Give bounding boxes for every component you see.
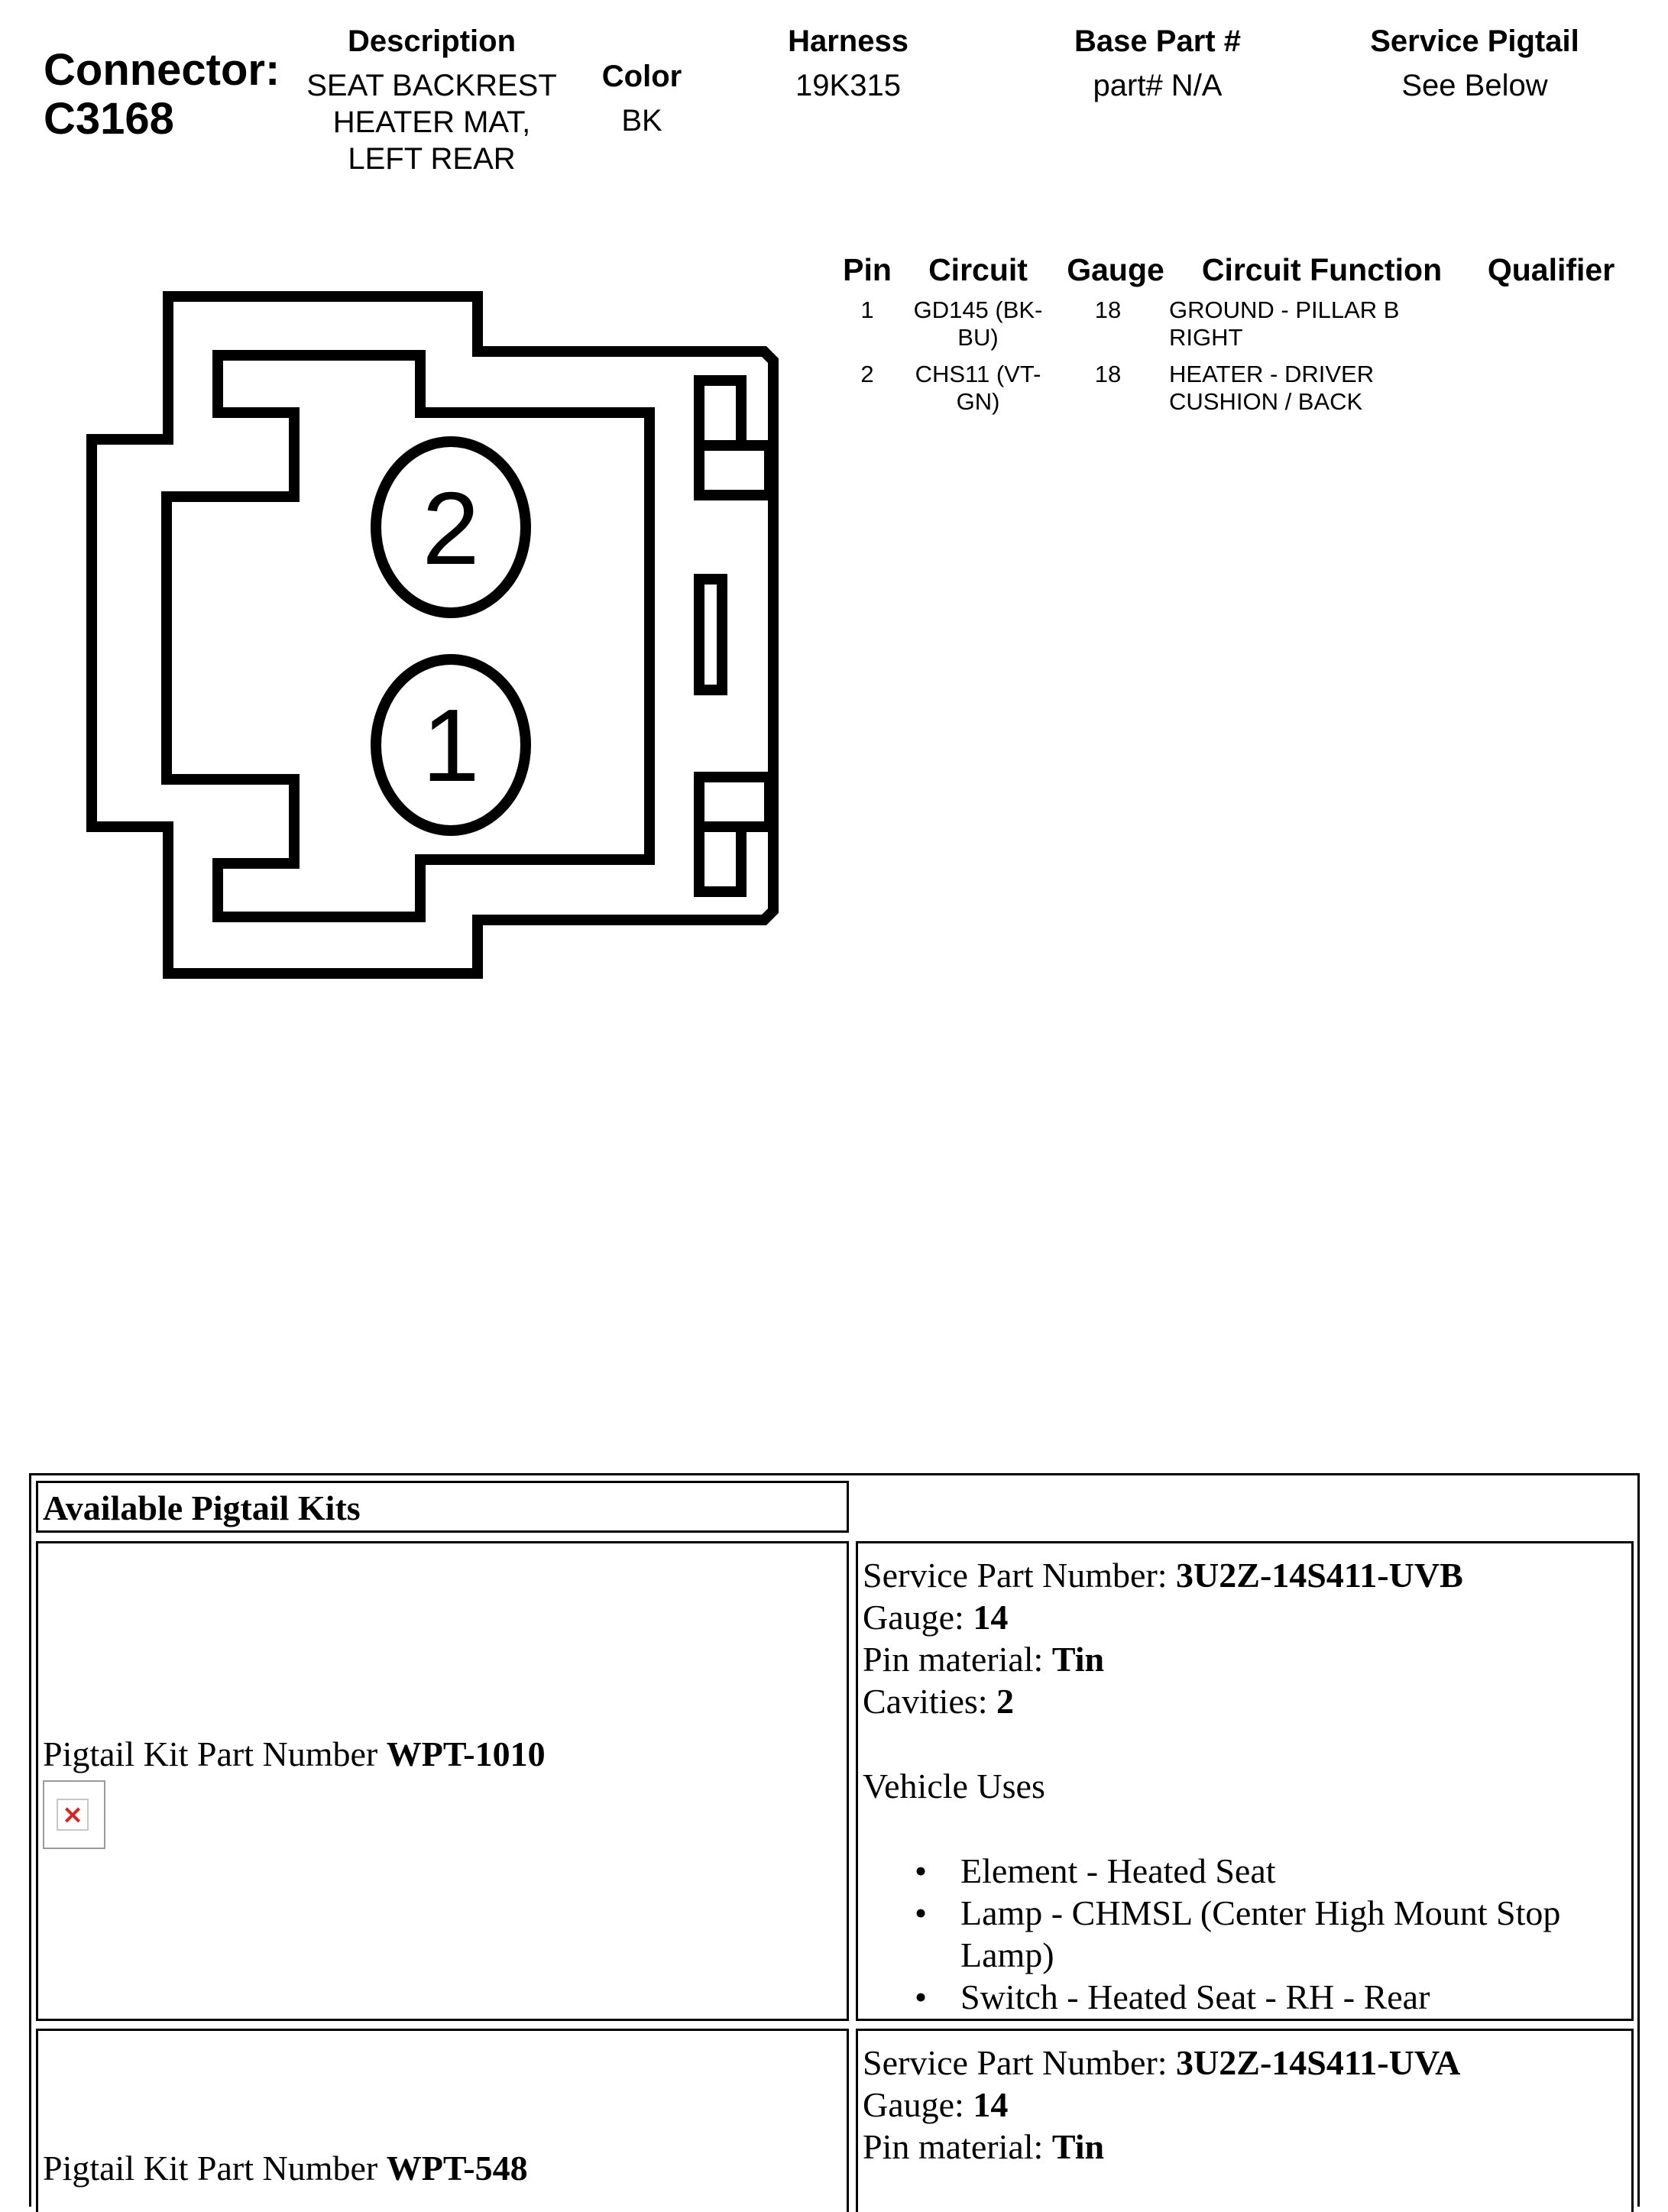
spn-label: Service Part Number:: [863, 2043, 1168, 2082]
pin-material-value: Tin: [1051, 2127, 1105, 2166]
kit-1-part-number: Pigtail Kit Part Number WPT-1010: [43, 1733, 546, 1775]
vehicle-use-item: Element - Heated Seat: [915, 1850, 1627, 1892]
color-value: BK: [621, 104, 662, 138]
kit-part-label: Pigtail Kit Part Number: [43, 1734, 378, 1773]
vehicle-use-item: Lamp - CHMSL (Center High Mount StopLamp…: [915, 1892, 1627, 1976]
function-line: CUSHION / BACK: [1169, 388, 1363, 415]
kit-1-part-cell: Pigtail Kit Part Number WPT-1010 ×: [36, 1541, 849, 2021]
connector-outer-outline: [86, 291, 779, 979]
function-line: RIGHT: [1169, 324, 1243, 351]
pin-cavity-1: [371, 654, 531, 836]
gauge-cell: 18: [1094, 361, 1122, 387]
spn-value: 3U2Z-14S411-UVA: [1176, 2043, 1461, 2082]
gauge-cell: 18: [1094, 296, 1122, 323]
cavities-value: 2: [996, 1682, 1015, 1721]
kit-2-details-cell: Service Part Number: 3U2Z-14S411-UVA Gau…: [856, 2029, 1634, 2212]
circuit-line: CHS11 (VT-: [915, 361, 1041, 387]
circuit-cell: GD145 (BK- BU): [902, 296, 1054, 351]
description-line: HEATER MAT,: [332, 105, 531, 139]
pin-material-value: Tin: [1051, 1640, 1105, 1679]
kit-1-details: Service Part Number: 3U2Z-14S411-UVB Gau…: [863, 1554, 1627, 2018]
kit-part-label: Pigtail Kit Part Number: [43, 2149, 378, 2188]
circuit-column-header: Circuit: [928, 252, 1028, 287]
vehicle-uses-list: Element - Heated Seat Lamp - CHMSL (Cent…: [915, 1850, 1627, 2018]
description-line: SEAT BACKREST: [306, 69, 557, 102]
circuit-function-cell: GROUND - PILLAR B RIGHT: [1169, 296, 1459, 351]
pin-material-label: Pin material:: [863, 1640, 1044, 1679]
function-line: GROUND - PILLAR B: [1169, 296, 1400, 323]
connector-face-diagram: 2 1: [86, 291, 779, 979]
function-line: HEATER - DRIVER: [1169, 361, 1375, 387]
harness-value: 19K315: [795, 69, 901, 102]
vehicle-use-text: Lamp): [960, 1935, 1054, 1974]
pin-material-label: Pin material:: [863, 2127, 1044, 2166]
pin-cavity-2: [371, 436, 531, 618]
kit-2-details: Service Part Number: 3U2Z-14S411-UVA Gau…: [863, 2042, 1627, 2168]
gauge-value: 14: [973, 1598, 1009, 1637]
kits-title: Available Pigtail Kits: [43, 1488, 361, 1527]
latch-bottom-lower: [694, 821, 747, 897]
latch-top-upper: [694, 375, 747, 451]
description-line: LEFT REAR: [348, 142, 516, 176]
kits-title-cell: Available Pigtail Kits: [36, 1481, 849, 1533]
broken-image-icon: ×: [43, 1780, 105, 1849]
base-part-label: Base Part #: [1074, 24, 1241, 58]
gauge-label: Gauge:: [863, 1598, 964, 1637]
vehicle-use-text: Lamp - CHMSL (Center High Mount Stop: [960, 1893, 1561, 1932]
service-pigtail-value: See Below: [1401, 69, 1548, 102]
pin-label-1: 1: [422, 688, 479, 803]
pin-label-2: 2: [422, 471, 479, 586]
pigtail-kits-table: [29, 1473, 1640, 2207]
color-label: Color: [601, 60, 682, 93]
circuit-line: GN): [956, 388, 1000, 415]
harness-label: Harness: [788, 24, 908, 58]
broken-image-x-icon: ×: [57, 1799, 89, 1831]
latch-middle: [694, 574, 727, 695]
latch-top-lower: [694, 440, 775, 500]
vehicle-uses-label: Vehicle Uses: [863, 1767, 1045, 1806]
gauge-value: 14: [973, 2085, 1009, 2124]
description-value: SEAT BACKREST HEATER MAT, LEFT REAR: [290, 67, 573, 177]
spn-label: Service Part Number:: [863, 1556, 1168, 1595]
kit-1-details-cell: Service Part Number: 3U2Z-14S411-UVB Gau…: [856, 1541, 1634, 2021]
circuit-function-cell: HEATER - DRIVER CUSHION / BACK: [1169, 361, 1459, 416]
kit-2-part-number: Pigtail Kit Part Number WPT-548: [43, 2147, 528, 2189]
circuit-line: BU): [957, 324, 999, 351]
connector-label: Connector:: [44, 45, 280, 95]
connector-inner-outline: [161, 350, 655, 922]
kit-part-value[interactable]: WPT-1010: [386, 1734, 546, 1773]
connector-id: C3168: [44, 94, 174, 144]
qualifier-column-header: Qualifier: [1487, 252, 1615, 287]
circuit-cell: CHS11 (VT- GN): [902, 361, 1054, 416]
circuit-line: GD145 (BK-: [913, 296, 1043, 323]
kit-2-part-cell: Pigtail Kit Part Number WPT-548: [36, 2029, 849, 2212]
pin-number: 2: [860, 361, 874, 387]
base-part-value: part# N/A: [1093, 69, 1223, 102]
pin-column-header: Pin: [843, 252, 892, 287]
service-pigtail-label: Service Pigtail: [1370, 24, 1579, 58]
kit-part-value[interactable]: WPT-548: [386, 2149, 528, 2188]
spn-value: 3U2Z-14S411-UVB: [1176, 1556, 1463, 1595]
circuit-function-column-header: Circuit Function: [1201, 252, 1443, 287]
pin-number: 1: [860, 296, 874, 323]
gauge-label: Gauge:: [863, 2085, 964, 2124]
gauge-column-header: Gauge: [1067, 252, 1164, 287]
vehicle-use-item: Switch - Heated Seat - RH - Rear: [915, 1976, 1627, 2018]
cavities-label: Cavities:: [863, 1682, 988, 1721]
description-label: Description: [347, 24, 517, 58]
latch-bottom-upper: [694, 772, 775, 832]
